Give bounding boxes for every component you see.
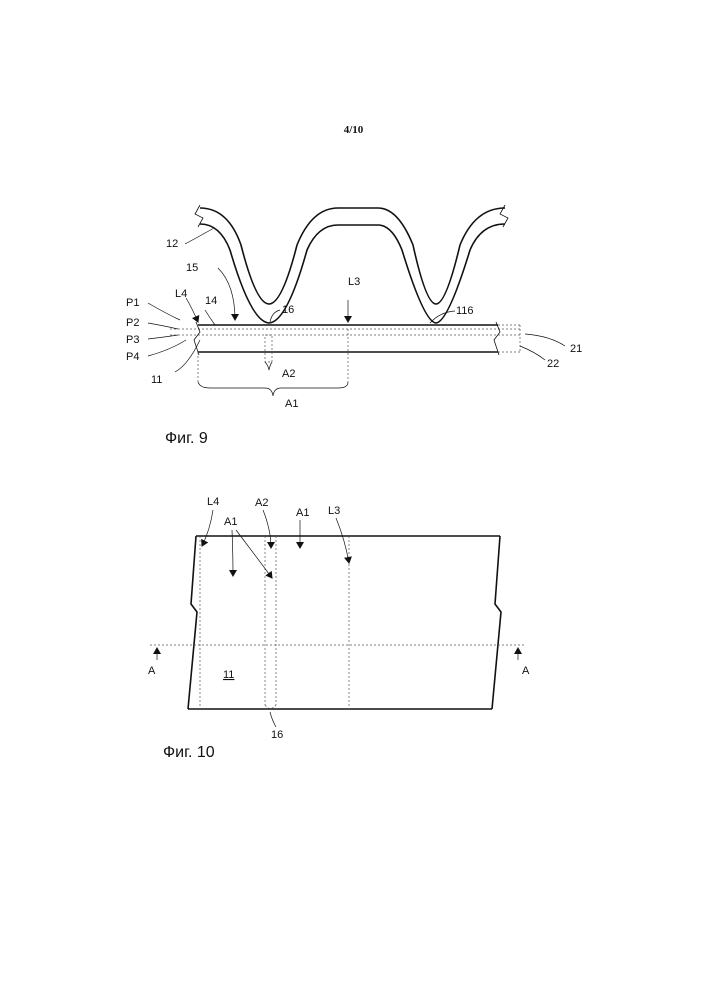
label-l4-fig10: L4 [207, 496, 219, 508]
label-11-fig10: 11 [223, 669, 234, 681]
arrow-a2-fig10 [263, 510, 271, 548]
label-22: 22 [547, 358, 559, 370]
arrow-l4 [186, 298, 198, 322]
figure-9-caption: Фиг. 9 [165, 430, 208, 447]
arrow-a1-right [236, 530, 272, 578]
label-l3-fig10: L3 [328, 505, 340, 517]
arrow-l4-fig10 [202, 510, 213, 546]
label-p4: P4 [126, 351, 139, 363]
label-p2: P2 [126, 317, 139, 329]
label-15: 15 [186, 262, 198, 274]
section-label-left: A [148, 665, 156, 677]
arrow-15 [218, 268, 235, 320]
figure-9: 12 15 L4 14 L3 16 116 P1 P2 P3 P4 11 21 … [126, 205, 582, 447]
label-l3: L3 [348, 276, 360, 288]
label-l4: L4 [175, 288, 187, 300]
section-label-right: A [522, 665, 530, 677]
label-21: 21 [570, 343, 582, 355]
label-p1: P1 [126, 297, 139, 309]
label-a1-mid-fig10: A1 [224, 516, 237, 528]
label-12: 12 [166, 238, 178, 250]
label-16-fig10: 16 [271, 729, 283, 741]
base-plate-11 [170, 322, 520, 382]
figure-10: L4 A2 A1 L3 A1 11 16 A A Фиг. 10 [148, 496, 530, 761]
label-a2-fig10: A2 [255, 497, 268, 509]
label-a2: A2 [282, 368, 295, 380]
label-a1-top-fig10: A1 [296, 507, 309, 519]
label-p3: P3 [126, 334, 139, 346]
label-a1: A1 [285, 398, 298, 410]
figure-10-caption: Фиг. 10 [163, 744, 215, 761]
label-16: 16 [282, 304, 294, 316]
label-116: 116 [456, 305, 474, 317]
arrow-a1-left [232, 530, 233, 576]
arrow-l3-fig10 [336, 518, 349, 563]
plate-top-view-11 [150, 536, 525, 709]
label-14: 14 [205, 295, 217, 307]
label-11: 11 [151, 374, 162, 386]
